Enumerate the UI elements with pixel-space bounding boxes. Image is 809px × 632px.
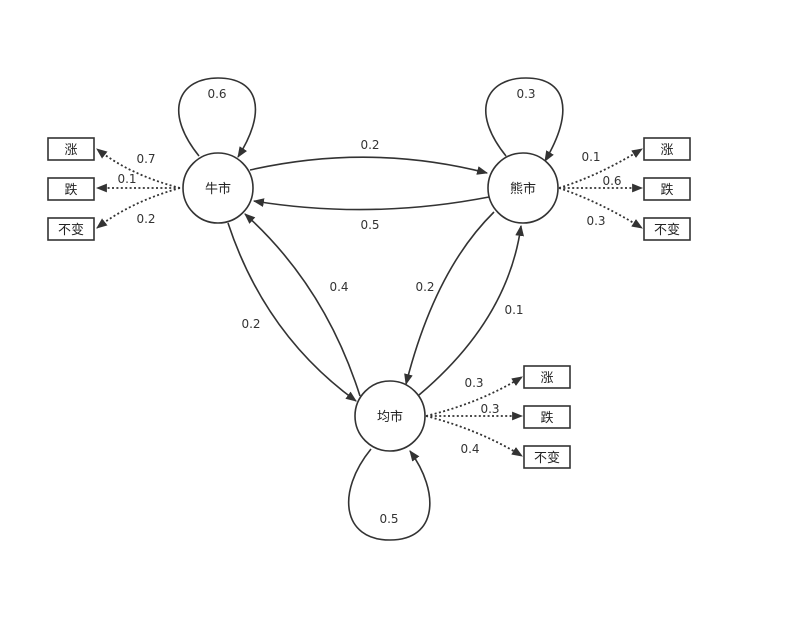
- prob-bull-bear: 0.2: [360, 138, 379, 152]
- prob-bull-flat: 0.2: [241, 317, 260, 331]
- obs-label: 不变: [58, 222, 84, 238]
- obs-box-bull-up[interactable]: 涨: [47, 137, 95, 161]
- state-label-flat: 均市: [377, 409, 403, 425]
- obs-label: 涨: [540, 371, 553, 386]
- emit-bear-up: [558, 148, 643, 189]
- emit-prob-bull-down: 0.1: [117, 172, 136, 186]
- emit-flat-up: [425, 376, 523, 417]
- obs-box-flat-down[interactable]: 跌: [523, 405, 571, 429]
- state-label-bear: 熊市: [510, 181, 536, 197]
- prob-bear-flat: 0.2: [415, 280, 434, 294]
- obs-label: 涨: [660, 143, 673, 158]
- prob-bear-bear: 0.3: [516, 87, 535, 101]
- state-node-bear[interactable]: 熊市: [487, 152, 559, 224]
- prob-flat-bull: 0.4: [329, 280, 348, 294]
- obs-label: 跌: [660, 182, 673, 198]
- obs-box-bear-same[interactable]: 不变: [643, 217, 691, 241]
- prob-bull-bull: 0.6: [207, 87, 226, 101]
- state-node-flat[interactable]: 均市: [354, 380, 426, 452]
- obs-box-bull-down[interactable]: 跌: [47, 177, 95, 201]
- state-label-bull: 牛市: [205, 181, 231, 197]
- emit-prob-flat-up: 0.3: [464, 376, 483, 390]
- edge-bull-self-loop: [178, 77, 257, 158]
- emit-prob-bear-same: 0.3: [586, 214, 605, 228]
- edge-flat-to-bear: [418, 224, 524, 396]
- obs-box-flat-up[interactable]: 涨: [523, 365, 571, 389]
- emit-flat-same: [425, 415, 523, 457]
- edge-bear-to-bull: [252, 196, 490, 211]
- obs-box-flat-same[interactable]: 不变: [523, 445, 571, 469]
- obs-label: 跌: [540, 410, 553, 426]
- prob-flat-flat: 0.5: [379, 512, 398, 526]
- prob-flat-bear: 0.1: [504, 303, 523, 317]
- emit-bull-up: [96, 148, 181, 189]
- obs-label: 涨: [64, 143, 77, 158]
- prob-bear-bull: 0.5: [360, 218, 379, 232]
- edge-flat-to-bull: [244, 213, 361, 397]
- obs-label: 跌: [64, 182, 77, 198]
- obs-label: 不变: [534, 450, 560, 466]
- emit-prob-flat-same: 0.4: [460, 442, 479, 456]
- obs-box-bull-same[interactable]: 不变: [47, 217, 95, 241]
- emit-prob-bear-up: 0.1: [581, 150, 600, 164]
- edge-bull-to-flat: [227, 222, 357, 402]
- emit-bull-same: [96, 187, 181, 229]
- obs-box-bear-down[interactable]: 跌: [643, 177, 691, 201]
- edge-bear-to-flat: [404, 211, 495, 386]
- edge-flat-self-loop: [348, 448, 431, 541]
- edge-bear-self-loop: [485, 77, 564, 162]
- emit-prob-bull-up: 0.7: [136, 152, 155, 166]
- obs-box-bear-up[interactable]: 涨: [643, 137, 691, 161]
- emit-prob-bear-down: 0.6: [602, 174, 621, 188]
- emit-bear-same: [558, 187, 643, 229]
- state-node-bull[interactable]: 牛市: [182, 152, 254, 224]
- emit-prob-flat-down: 0.3: [480, 402, 499, 416]
- obs-label: 不变: [654, 222, 680, 238]
- emit-prob-bull-same: 0.2: [136, 212, 155, 226]
- edge-bull-to-bear: [249, 156, 489, 175]
